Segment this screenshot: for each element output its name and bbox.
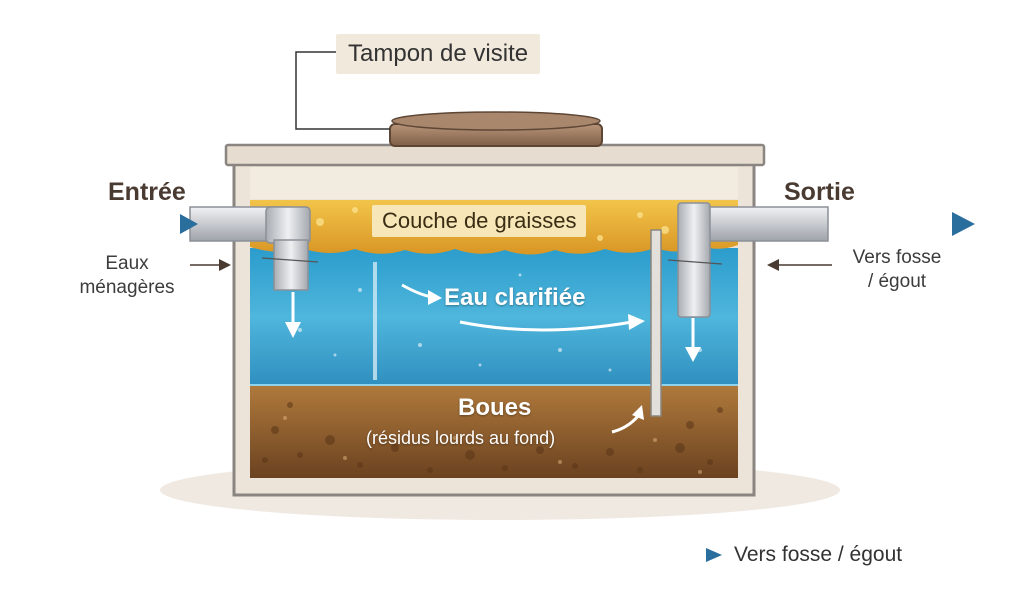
eaux-menageres-label: Eaux ménagères	[79, 253, 175, 298]
tank-top-slab	[224, 143, 766, 167]
graisses-label: Couche de graisses	[372, 205, 587, 237]
sludge-particles	[262, 402, 723, 473]
outlet-baffle	[650, 229, 662, 417]
clarified-water-layer	[250, 248, 738, 386]
tank-air-gap	[250, 167, 738, 199]
water-bubbles	[298, 273, 702, 372]
legend-vers-fosse-label: Vers fosse / égout	[734, 543, 903, 566]
vers-fosse-label: Vers fosse / égout	[852, 247, 942, 292]
eau-clarifiee-label: Eau clarifiée	[444, 284, 586, 311]
tampon-leader-line	[295, 51, 390, 130]
outlet-pipe-tee	[677, 202, 711, 318]
inlet-pipe-drop	[273, 239, 309, 291]
inlet-baffle	[373, 262, 377, 380]
outlet-pipe	[699, 206, 829, 242]
boues-label: Boues	[458, 394, 532, 421]
tampon-label: Tampon de visite	[336, 34, 541, 74]
sortie-label: Sortie	[784, 178, 855, 206]
residus-label: (résidus lourds au fond)	[366, 428, 556, 448]
entree-label: Entrée	[108, 178, 186, 206]
